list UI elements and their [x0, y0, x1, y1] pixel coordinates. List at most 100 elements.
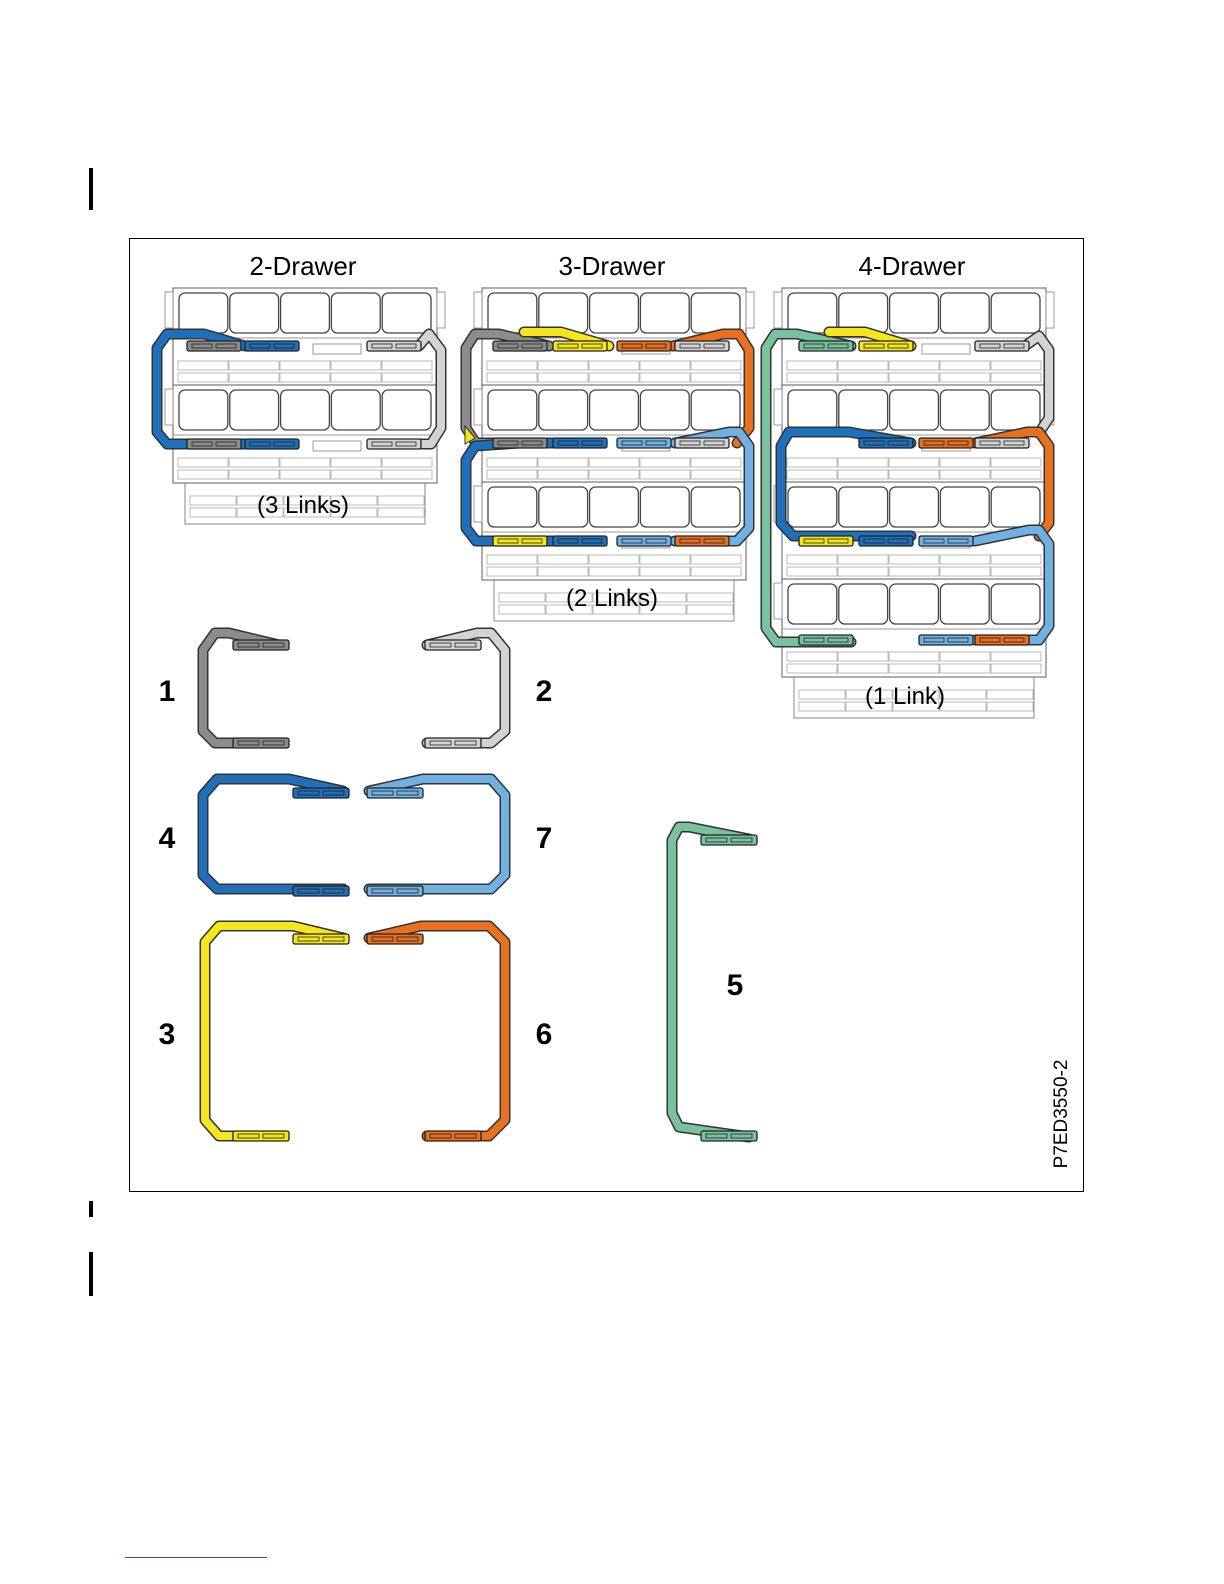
drive-bay: [788, 584, 837, 624]
io-slot: [378, 508, 424, 517]
io-slot: [940, 458, 990, 467]
label-slot: [313, 441, 361, 451]
mount-ear: [746, 292, 754, 328]
drive-bay: [382, 390, 431, 430]
io-slot: [178, 373, 228, 382]
cable-label-7: 7: [536, 822, 553, 855]
io-slot: [640, 458, 690, 467]
io-slot: [687, 605, 733, 614]
drive-bay: [691, 293, 740, 333]
io-slot: [229, 470, 279, 479]
drive-bay: [331, 293, 380, 333]
cable-connector: [367, 934, 423, 944]
io-slot: [378, 496, 424, 505]
io-slot: [640, 567, 690, 576]
io-slot: [787, 458, 837, 467]
drive-bay: [788, 487, 837, 527]
io-slot: [487, 555, 537, 564]
cable-label-6: 6: [536, 1018, 553, 1051]
io-slot: [991, 361, 1041, 370]
cable-connector: [245, 439, 299, 449]
io-slot: [382, 361, 432, 370]
io-slot: [940, 555, 990, 564]
cable-connector: [233, 1131, 289, 1141]
drive-bay: [179, 293, 228, 333]
io-slot: [331, 361, 381, 370]
io-slot: [190, 508, 236, 517]
io-slot: [280, 458, 330, 467]
drive-bay: [788, 390, 837, 430]
io-slot: [640, 361, 690, 370]
io-slot: [940, 373, 990, 382]
drive-bay: [590, 487, 639, 527]
links-label-3-drawer: (2 Links): [566, 585, 658, 612]
cable-label-5: 5: [727, 969, 744, 1002]
cable-connector: [919, 438, 973, 448]
cable-connector: [233, 738, 289, 748]
io-slot: [940, 652, 990, 661]
io-slot: [487, 470, 537, 479]
io-slot: [487, 567, 537, 576]
io-slot: [838, 470, 888, 479]
io-slot: [499, 593, 545, 602]
cable-connector: [701, 835, 757, 845]
io-slot: [538, 470, 588, 479]
cable-label-4: 4: [159, 822, 176, 855]
cable-connector: [859, 341, 913, 351]
change-bar-middle: [89, 1201, 93, 1217]
io-slot: [229, 458, 279, 467]
drive-bay: [940, 390, 989, 430]
cable-connector: [187, 439, 241, 449]
change-bar-bottom: [89, 1252, 93, 1296]
io-slot: [991, 373, 1041, 382]
drive-bay: [230, 293, 279, 333]
links-label-4-drawer: (1 Link): [865, 683, 945, 710]
cable-connector: [675, 341, 729, 351]
io-slot: [640, 373, 690, 382]
io-slot: [889, 652, 939, 661]
io-slot: [787, 652, 837, 661]
io-slot: [889, 555, 939, 564]
drive-bay: [890, 390, 939, 430]
io-slot: [280, 470, 330, 479]
io-slot: [787, 373, 837, 382]
io-slot: [987, 690, 1033, 699]
cable-connector: [799, 536, 853, 546]
drive-bay: [331, 390, 380, 430]
io-slot: [838, 373, 888, 382]
io-slot: [940, 664, 990, 673]
io-slot: [691, 361, 741, 370]
change-bar-top: [89, 168, 93, 210]
mount-ear: [1046, 292, 1054, 328]
io-slot: [940, 361, 990, 370]
cable-connector: [425, 640, 481, 650]
drive-bay: [281, 390, 330, 430]
io-slot: [487, 361, 537, 370]
footer-rule: [125, 1557, 267, 1558]
cable-connector: [675, 438, 729, 448]
drive-bay: [488, 390, 537, 430]
io-slot: [889, 373, 939, 382]
mount-ear: [165, 389, 173, 425]
cable-connector: [367, 886, 423, 896]
io-slot: [589, 567, 639, 576]
io-slot: [589, 555, 639, 564]
io-slot: [991, 652, 1041, 661]
cable-connector: [367, 439, 421, 449]
io-slot: [889, 361, 939, 370]
cable-connector: [975, 438, 1029, 448]
io-slot: [538, 373, 588, 382]
drive-bay: [991, 584, 1040, 624]
io-slot: [691, 555, 741, 564]
io-slot: [382, 373, 432, 382]
io-slot: [838, 567, 888, 576]
io-slot: [280, 361, 330, 370]
mount-ear: [774, 292, 782, 328]
io-slot: [382, 458, 432, 467]
io-slot: [991, 664, 1041, 673]
io-slot: [799, 690, 845, 699]
drive-bay: [590, 293, 639, 333]
cable-connector: [617, 536, 671, 546]
cable-connector: [293, 886, 349, 896]
cable-connector: [859, 438, 913, 448]
